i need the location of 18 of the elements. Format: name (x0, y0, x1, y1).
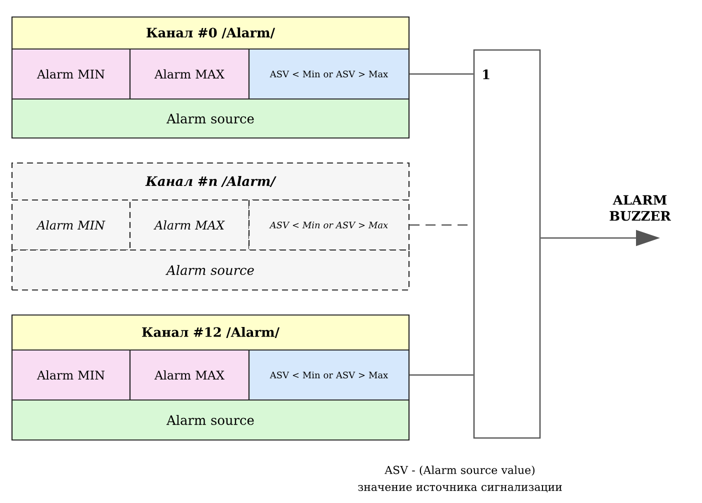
threshold-cell: Alarm MIN (11, 349, 131, 401)
or-gate-box: 1 (473, 49, 541, 439)
threshold-cell: Alarm MAX (129, 199, 250, 251)
threshold-cell: Alarm MAX (129, 349, 250, 401)
channel-header: Канал #12 /Alarm/ (11, 314, 410, 351)
condition-cell: ASV < Min or ASV > Max (248, 48, 410, 100)
threshold-cell: Alarm MIN (11, 199, 131, 251)
channel-header: Канал #0 /Alarm/ (11, 16, 410, 50)
source-cell: Alarm source (11, 98, 410, 139)
connector-line (410, 73, 474, 75)
condition-cell: ASV < Min or ASV > Max (248, 199, 410, 251)
caption: ASV - (Alarm source value) значение источника сигнализации (358, 466, 562, 492)
condition-cell: ASV < Min or ASV > Max (248, 349, 410, 401)
threshold-cell: Alarm MIN (11, 48, 131, 100)
threshold-cell: Alarm MAX (129, 48, 250, 100)
edge-label: ALARM BUZZER (610, 195, 671, 221)
source-cell: Alarm source (11, 399, 410, 441)
connector-line (410, 374, 474, 376)
